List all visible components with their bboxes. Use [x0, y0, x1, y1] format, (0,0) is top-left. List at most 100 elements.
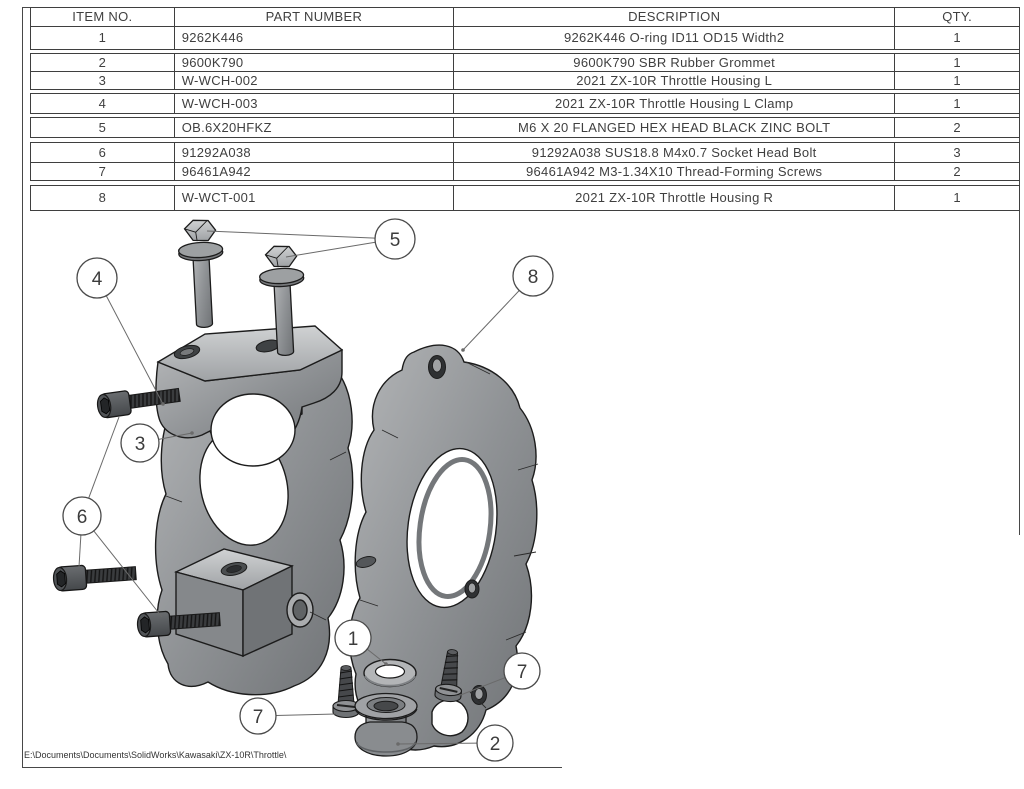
item-no-cell: 4	[98, 96, 107, 111]
description-cell: 2021 ZX-10R Throttle Housing L Clamp	[453, 94, 894, 113]
throttle-housing-left-clamp	[155, 325, 344, 467]
socket-head-bolt-1	[96, 387, 181, 419]
thread-forming-screw-2	[434, 649, 463, 703]
balloon-leader	[158, 432, 193, 440]
balloon-leader	[462, 290, 520, 351]
flanged-hex-bolt-1	[178, 219, 224, 329]
description-cell: 9600K790 SBR Rubber Grommet	[453, 54, 894, 71]
balloon-leader	[457, 677, 506, 697]
item-no-cell: ITEM NO.	[72, 9, 133, 24]
throttle-housing-right	[348, 344, 539, 751]
leader-endpoint-dot	[461, 348, 465, 352]
item-no-cell: 7	[98, 164, 107, 179]
qty-cell: QTY.	[894, 8, 1019, 26]
item-no-cell: 6	[98, 145, 107, 160]
part-number-cell: W-WCH-002	[173, 72, 453, 89]
balloon-circle	[374, 218, 416, 260]
qty-cell: 1	[894, 186, 1019, 210]
balloon-number: 7	[517, 662, 528, 683]
socket-head-bolt-2	[52, 564, 137, 592]
balloon-leader	[366, 648, 387, 665]
file-path: E:\Documents\Documents\SolidWorks\Kawasa…	[24, 750, 287, 760]
balloon-leader	[93, 530, 163, 618]
item-no-cell: 2	[98, 55, 107, 70]
balloon-number: 3	[135, 434, 146, 455]
balloon-number: 1	[348, 629, 359, 650]
balloon-item-2: 2	[396, 724, 514, 762]
balloon-circle	[334, 619, 372, 657]
part-number-cell: OB.6X20HFKZ	[173, 118, 453, 137]
qty-cell: 1	[894, 54, 1019, 71]
balloon-leader	[206, 230, 376, 239]
balloon-leader	[105, 295, 164, 405]
balloon-leader	[397, 742, 478, 745]
flanged-hex-bolt-2	[259, 245, 305, 357]
description-cell: 91292A038 SUS18.8 M4x0.7 Socket Head Bol…	[453, 143, 894, 162]
balloon-item-5: 5	[206, 218, 416, 260]
balloon-item-8: 8	[461, 255, 554, 352]
balloon-item-3: 3	[120, 423, 194, 463]
item-no-cell: 8	[98, 190, 107, 205]
qty-cell: 2	[894, 118, 1019, 137]
balloon-number: 7	[253, 707, 264, 728]
balloon-item-6: 6	[62, 416, 163, 618]
balloon-number: 2	[490, 734, 501, 755]
balloon-circle	[503, 652, 541, 690]
qty-cell: 3	[894, 143, 1019, 162]
balloon-circle	[62, 496, 102, 536]
description-cell: 9262K446 O-ring ID11 OD15 Width2	[453, 27, 894, 49]
o-ring	[363, 658, 417, 688]
balloon-circle	[120, 423, 160, 463]
description-cell: M6 X 20 FLANGED HEX HEAD BLACK ZINC BOLT	[453, 118, 894, 137]
part-number-cell: 9262K446	[173, 27, 453, 49]
balloon-leader	[88, 416, 120, 499]
balloon-leader	[275, 713, 337, 717]
balloon-number: 6	[77, 507, 88, 528]
part-number-cell: W-WCT-001	[173, 186, 453, 210]
item-no-cell: 3	[98, 73, 107, 88]
balloon-number: 8	[528, 267, 539, 288]
balloon-circle	[76, 257, 118, 299]
item-no-cell: 1	[98, 30, 107, 45]
balloon-item-7: 7	[457, 652, 541, 697]
balloon-number: 4	[92, 269, 103, 290]
qty-cell: 1	[894, 72, 1019, 89]
description-cell: 2021 ZX-10R Throttle Housing R	[453, 186, 894, 210]
qty-cell: 1	[894, 94, 1019, 113]
description-cell: 2021 ZX-10R Throttle Housing L	[453, 72, 894, 89]
balloon-circle	[239, 697, 277, 735]
qty-cell: 1	[894, 27, 1019, 49]
balloon-circle	[476, 724, 514, 762]
part-number-cell: 91292A038	[173, 143, 453, 162]
rubber-grommet	[354, 692, 418, 757]
leader-endpoint-dot	[190, 431, 194, 435]
leader-endpoint-dot	[396, 742, 400, 746]
part-number-cell: 9600K790	[173, 54, 453, 71]
part-number-cell: W-WCH-003	[173, 94, 453, 113]
balloon-leader	[78, 534, 82, 568]
socket-head-bolt-3	[136, 610, 221, 638]
part-number-cell: 96461A942	[173, 163, 453, 180]
balloon-item-7: 7	[239, 697, 337, 735]
balloon-number: 5	[390, 230, 401, 251]
balloon-item-1: 1	[334, 619, 388, 666]
balloon-circle	[512, 255, 554, 297]
balloon-leader	[285, 241, 376, 258]
description-cell: DESCRIPTION	[453, 8, 894, 26]
balloon-item-4: 4	[76, 257, 165, 406]
leader-endpoint-dot	[161, 402, 165, 406]
item-no-cell: 5	[98, 120, 107, 135]
leader-endpoint-dot	[384, 662, 388, 666]
